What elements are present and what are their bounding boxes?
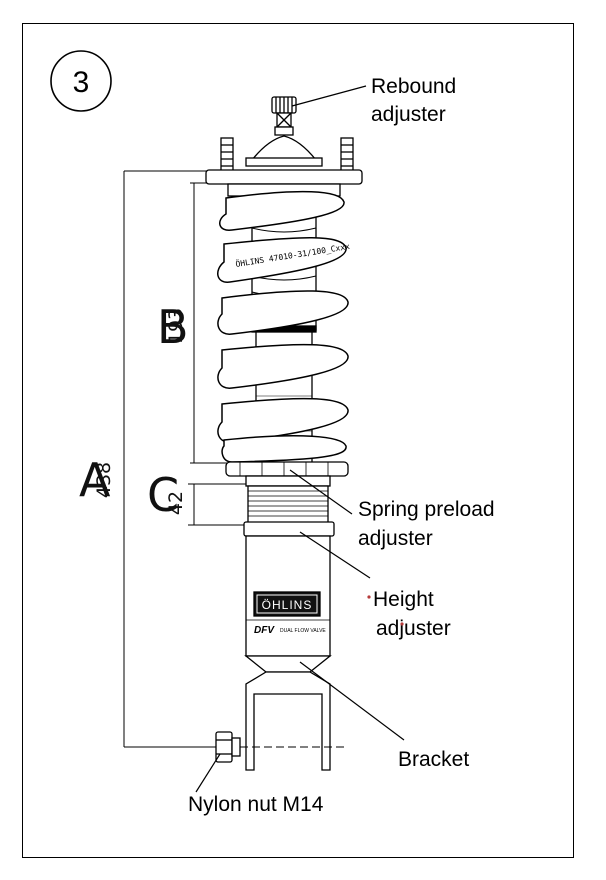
bracket (245, 671, 331, 771)
dimension-A-label: A 438 (79, 453, 115, 507)
body-taper (244, 655, 332, 673)
step-number-badge: 3 (50, 50, 112, 112)
rebound-label-line1: Rebound (371, 75, 456, 98)
spring-preload-label-line1: Spring preload (358, 498, 495, 521)
callout-spring-preload: Spring preload adjuster (358, 498, 495, 550)
dimension-lines (123, 170, 248, 748)
callout-height: Height adjuster (367, 588, 451, 640)
dimension-A-value: 438 (93, 462, 115, 498)
top-mount-dome (250, 135, 318, 161)
badge-tagline: DUAL FLOW VALVE (280, 628, 326, 634)
nylon-nut-label: Nylon nut M14 (188, 793, 324, 816)
diagram-frame (22, 23, 574, 858)
badge-subtitle: DFV (254, 625, 275, 636)
height-threads (248, 490, 328, 517)
dimension-B-label: B 193 (157, 300, 189, 354)
dimension-C-label: C 42 (147, 468, 187, 522)
upper-spring-seat (205, 169, 363, 185)
coilover-assembly: ÖHLINS 47010-31/100_Cxxx ÖHLINS DFV DUAL… (205, 96, 363, 771)
rebound-label-line2: adjuster (371, 103, 446, 126)
spring-preload-label-line2: adjuster (358, 527, 433, 550)
preload-lock-ring (245, 475, 331, 487)
dimension-B-value: 193 (165, 308, 187, 344)
coil-spring (217, 190, 349, 463)
rebound-adjuster-knob (271, 96, 297, 136)
collar-notches (239, 462, 329, 476)
callout-leaders (195, 85, 405, 793)
dimension-A-letter: A (79, 453, 111, 507)
stray-mark (367, 595, 371, 599)
bracket-label: Bracket (398, 748, 469, 771)
dimension-B-letter: B (157, 300, 189, 354)
height-label-line2: adjuster (376, 617, 451, 640)
nylon-nut (215, 731, 241, 763)
spring-preload-collar (225, 461, 349, 477)
step-number: 3 (73, 66, 90, 99)
dimension-C-letter: C (147, 468, 179, 522)
height-adjust-thread (247, 485, 329, 525)
top-mount-plate (245, 157, 323, 167)
badge-brand: ÖHLINS (262, 598, 313, 612)
ohlins-badge: ÖHLINS DFV DUAL FLOW VALVE (253, 591, 326, 636)
stray-mark (400, 622, 404, 626)
callout-rebound: Rebound adjuster (371, 75, 456, 126)
height-label-line1: Height (373, 588, 434, 611)
dimension-C-value: 42 (165, 491, 187, 515)
height-lock-ring (243, 521, 335, 537)
